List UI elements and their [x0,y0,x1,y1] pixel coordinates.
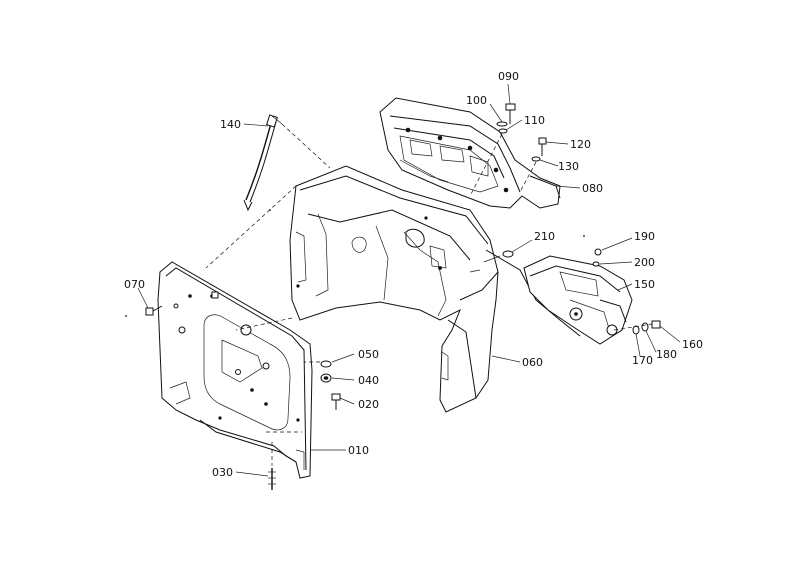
bolt-070 [145,305,163,316]
label-140: 140 [220,118,241,131]
label-180: 180 [656,348,677,361]
label-110: 110 [524,114,545,127]
label-200: 200 [634,256,655,269]
label-160: 160 [682,338,703,351]
label-090: 090 [498,70,519,83]
label-170: 170 [632,354,653,367]
washer-group-160-180 [613,320,661,335]
leader-lines [137,83,681,477]
bolt-group-050-020 [320,360,341,410]
label-080: 080 [582,182,603,195]
part-labels: 090 100 110 120 130 080 140 210 190 200 … [124,70,703,479]
rear-plate-010 [157,261,313,479]
label-050: 050 [358,348,379,361]
label-060: 060 [522,356,543,369]
label-150: 150 [634,278,655,291]
label-020: 020 [358,398,379,411]
label-070: 070 [124,278,145,291]
label-210: 210 [534,230,555,243]
side-bracket-150 [523,248,633,345]
construction-lines [205,123,331,466]
label-120: 120 [570,138,591,151]
front-cover-060 [289,165,581,413]
cable-140 [243,114,283,212]
label-040: 040 [358,374,379,387]
instrument-panel-080 [379,97,561,209]
label-010: 010 [348,444,369,457]
label-030: 030 [212,466,233,479]
stud-030 [268,468,276,490]
bolt-210 [483,250,514,263]
label-100: 100 [466,94,487,107]
label-130: 130 [558,160,579,173]
label-190: 190 [634,230,655,243]
scan-specks [125,209,585,317]
